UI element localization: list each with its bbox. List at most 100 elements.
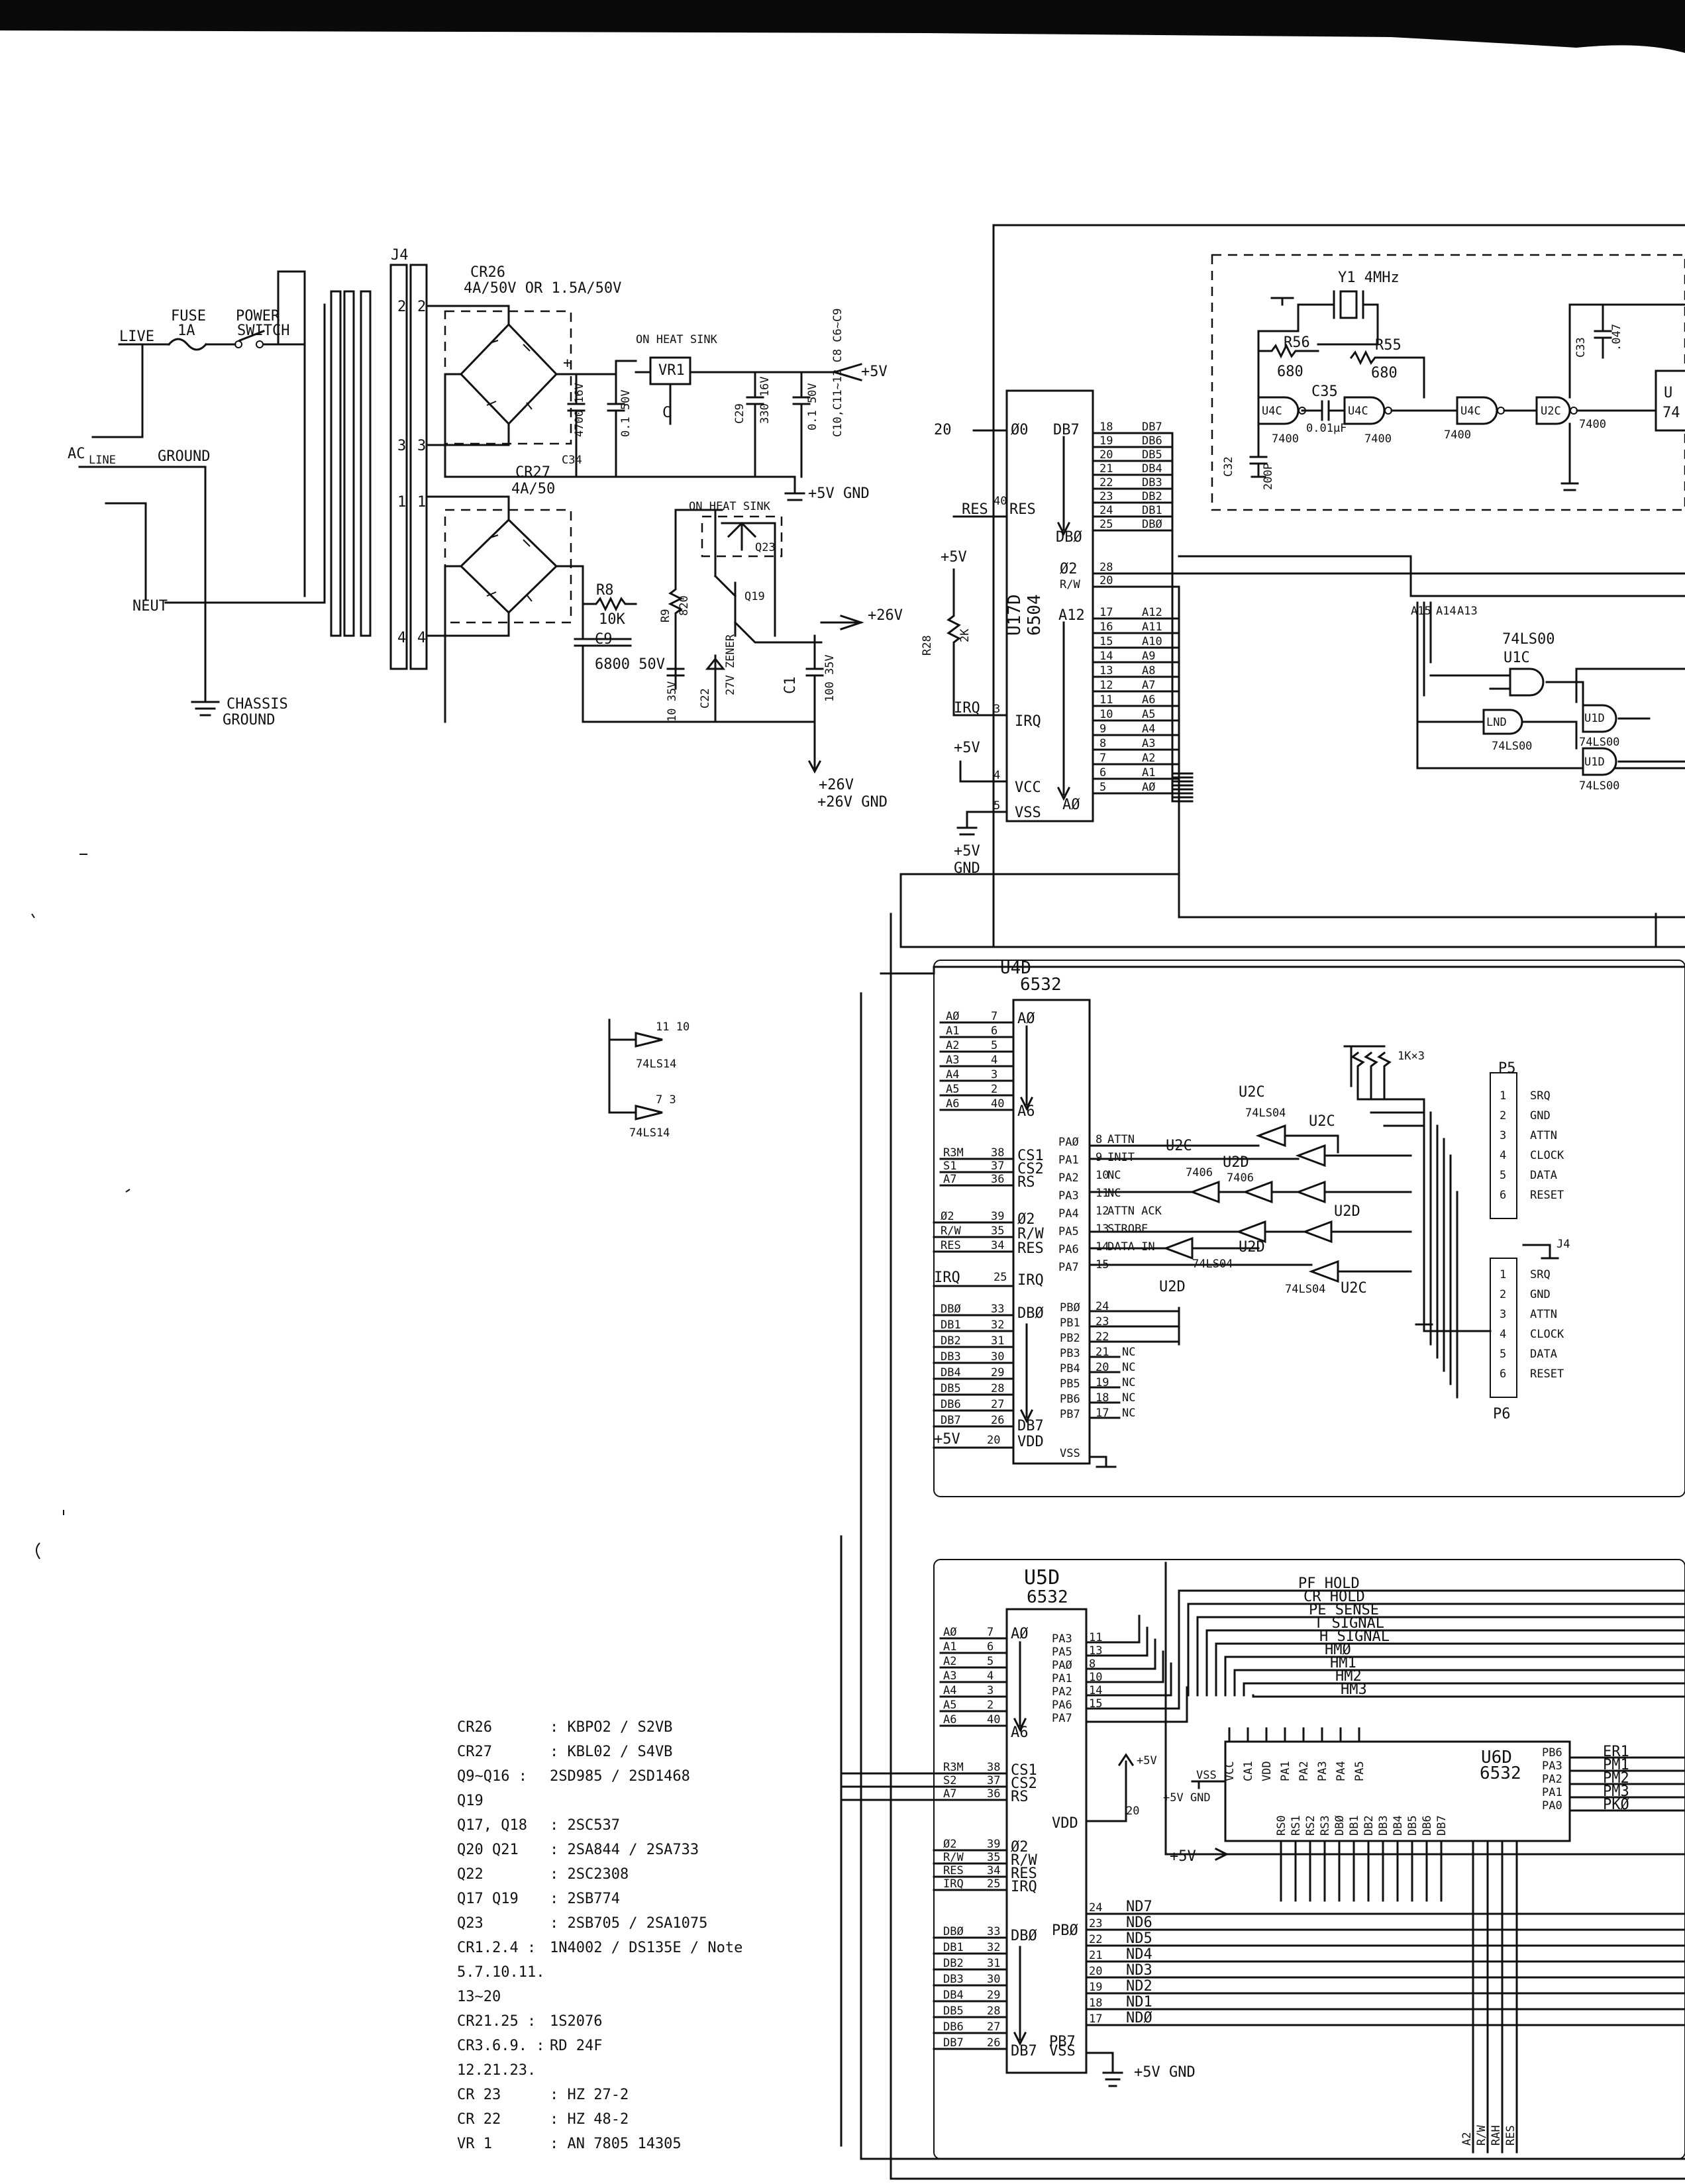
fuse-label: FUSE (171, 308, 206, 324)
p6-pin: 2 (1500, 1288, 1506, 1301)
u5d-db-pin: 26 (987, 2036, 1000, 2050)
cpu-vss-pin: 5 (994, 799, 1000, 813)
cpu-db-net: DB4 (1142, 462, 1162, 475)
c1-label: C1 (782, 677, 799, 695)
u4d-pb-label: PB5 (1060, 1377, 1080, 1391)
u4d-addr-pin: 40 (991, 1097, 1004, 1111)
u5d-signal-net: H SIGNAL (1319, 1628, 1390, 1645)
u4d-addr-net: A1 (946, 1024, 959, 1038)
live-label: LIVE (119, 328, 154, 345)
p6-pin: 6 (1500, 1367, 1506, 1381)
u5d-pa-wire (1085, 1662, 1172, 1697)
cpu-addr-pin: 5 (1099, 781, 1106, 794)
u4d-pb-net: NC (1122, 1407, 1135, 1420)
u5d-part: 6532 (1027, 1587, 1068, 1607)
part-value: : 2SC2308 (550, 1866, 629, 1883)
u4d-phi2: Ø2 (1017, 1211, 1035, 1228)
u4d-pa-pin: 12 (1096, 1205, 1109, 1218)
p5-signal: SRQ (1530, 1089, 1551, 1103)
part-ref: CR1.2.4 : (457, 1940, 536, 1956)
pin-label: 1 (397, 494, 406, 511)
osc-gate-4 (1535, 396, 1571, 425)
u5d-db-net: DB4 (943, 1989, 964, 2002)
u5d-addr-net: A1 (943, 1640, 956, 1654)
u2d-b-label: U2D (1334, 1203, 1360, 1220)
u4d-pa-net: INIT (1107, 1151, 1135, 1164)
u4d-cs-net: S1 (943, 1160, 956, 1173)
osc-gate4-label: U2C (1541, 405, 1561, 418)
j-ref: J4 (1557, 1238, 1570, 1251)
u4d-ctl-pin: 39 (991, 1210, 1004, 1223)
plus26v-out: +26V (868, 607, 903, 624)
cpu-db-pin: 21 (1099, 462, 1113, 475)
u4d-vdd-net: +5V (934, 1431, 960, 1448)
cpu-addr-net: A5 (1142, 708, 1155, 721)
u4d-rs: RS (1017, 1174, 1035, 1191)
u2d-c-part: 7406 (1186, 1166, 1213, 1179)
u5d-signal-net: HM1 (1330, 1655, 1356, 1671)
u5d-pa-pin: 8 (1089, 1658, 1096, 1671)
u5d-addr-pin: 2 (987, 1699, 994, 1712)
u4d-pa-label: PA1 (1058, 1154, 1079, 1167)
u4d-db-pin: 27 (991, 1398, 1004, 1411)
u4d-pb-label: PB3 (1060, 1347, 1080, 1360)
u4d-pa-net: ATTN ACK (1107, 1205, 1162, 1218)
u4d-res: RES (1017, 1240, 1044, 1257)
u5d-pb0: PBØ (1052, 1922, 1078, 1939)
u4d-name: U4D (1000, 958, 1031, 978)
u5d-db-pin: 30 (987, 1973, 1000, 1986)
power-switch-symbol (238, 330, 265, 342)
u5d-addr-pin: 3 (987, 1684, 994, 1697)
p5-signal: ATTN (1530, 1129, 1557, 1142)
fuse-symbol (167, 338, 208, 351)
u1d2-gate (1582, 747, 1617, 776)
u4d-addr-pin: 7 (991, 1010, 997, 1023)
cpu-addr-net: A7 (1142, 679, 1155, 692)
u4d-db0: DBØ (1017, 1305, 1044, 1322)
c-right-label: 330 16V (758, 376, 772, 424)
cpu-vcc-pin: 4 (994, 769, 1000, 782)
power-supply-section: LIVE FUSE 1A POWER SWITCH AC LINE GROUND… (68, 247, 903, 811)
c1-val: 100 35V (823, 654, 837, 702)
side-gate2-pins: 7 3 (656, 1093, 676, 1107)
p5-pin: 1 (1500, 1089, 1506, 1103)
ground-label: GROUND (158, 448, 210, 465)
top-scan-band (0, 0, 1685, 53)
u5d-addr-net: AØ (943, 1626, 956, 1639)
u5d-addr-net: A5 (943, 1699, 956, 1712)
cpu-addr-net: A12 (1142, 606, 1162, 619)
zener-label: 27V ZENER (724, 634, 737, 695)
u4d-pb-net: NC (1122, 1376, 1135, 1389)
u5d-nd-net: ND5 (1126, 1930, 1152, 1947)
u5d-pa-label: PA7 (1052, 1712, 1072, 1725)
u4d-pb-net: NC (1122, 1391, 1135, 1405)
u5d-addr-pin: 4 (987, 1669, 994, 1683)
u5d-pa-pin: 13 (1089, 1644, 1102, 1658)
u4d-pb-pin: 21 (1096, 1346, 1109, 1359)
u1d-label: U1D (1584, 712, 1605, 725)
part-ref: Q9~Q16 : (457, 1768, 527, 1785)
crystal-symbol (1339, 290, 1358, 319)
u2d-b-inverter (1242, 1180, 1273, 1204)
u2d-a-inverter (1189, 1180, 1220, 1204)
p5-connector (1490, 1072, 1517, 1219)
u5d-pa-wire (1085, 1638, 1156, 1670)
u6d-bot-pin: RS3 (1319, 1815, 1332, 1836)
u2c-a-part: 74LS04 (1245, 1107, 1286, 1120)
cpu-plus5v: +5V (941, 549, 967, 566)
u2c-b-label: U2C (1309, 1113, 1335, 1130)
part-value: 1N4002 / DS135E / Note (550, 1940, 742, 1956)
r9-val: 820 (678, 595, 691, 616)
connector-ref: J4 (391, 247, 409, 264)
osc-gate3-label: U4C (1460, 405, 1481, 418)
u6d-bottom-net: A2 (1460, 2132, 1474, 2146)
u5d-ctl-net: R/W (943, 1851, 964, 1864)
u5d-pb-pin: 18 (1089, 1997, 1102, 2010)
u5d-db-net: DB5 (943, 2005, 964, 2018)
u5d-ctl-net: IRQ (943, 1877, 964, 1891)
u1d2-label: U1D (1584, 756, 1605, 769)
u5d-pa-pin: 11 (1089, 1631, 1102, 1644)
